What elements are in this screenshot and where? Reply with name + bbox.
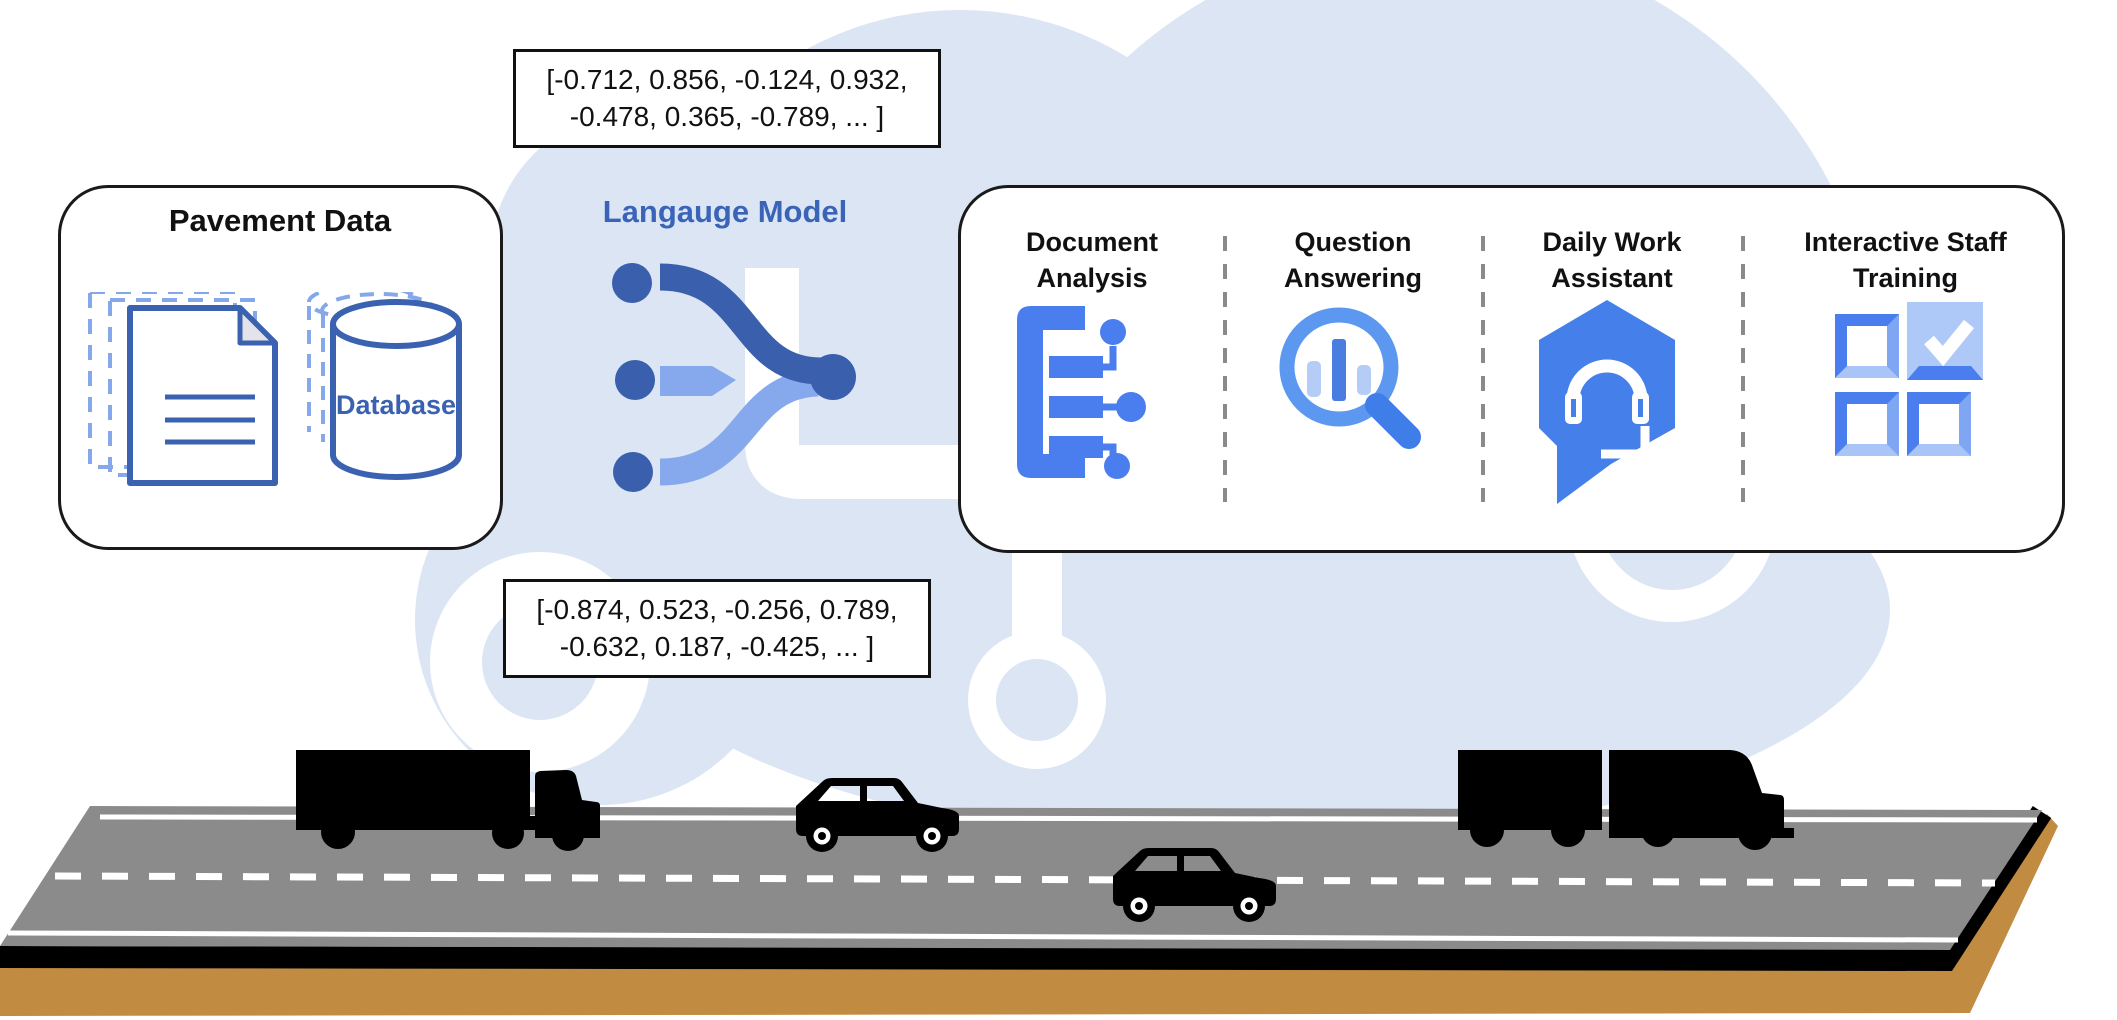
pavement-data-title: Pavement Data bbox=[168, 203, 392, 238]
column-separator bbox=[1741, 236, 1745, 502]
documents-icon bbox=[88, 292, 278, 486]
keycap-checked bbox=[1907, 302, 1983, 380]
embedding-line: -0.632, 0.187, -0.425, ... ] bbox=[559, 631, 875, 662]
app-column-daily-work-assistant: Daily Work Assistant bbox=[1483, 224, 1741, 296]
semi-truck-icon bbox=[1458, 750, 1794, 850]
app-title-line: Assistant bbox=[1551, 263, 1673, 293]
embedding-line: -0.478, 0.365, -0.789, ... ] bbox=[569, 101, 885, 132]
keycap bbox=[1835, 314, 1899, 378]
question-answering-icon bbox=[1279, 307, 1421, 449]
pavement-data-panel: Database bbox=[58, 185, 503, 550]
language-model-label: Langauge Model bbox=[602, 194, 848, 229]
app-title-line: Daily Work bbox=[1542, 227, 1682, 257]
neural-network-icon bbox=[612, 263, 856, 492]
box-truck-icon bbox=[296, 750, 600, 851]
column-separator bbox=[1481, 236, 1485, 502]
embedding-vector-box-bottom: [-0.874, 0.523, -0.256, 0.789, -0.632, 0… bbox=[503, 579, 931, 678]
column-separator bbox=[1223, 236, 1227, 502]
embedding-line: [-0.874, 0.523, -0.256, 0.789, bbox=[536, 594, 898, 625]
car-icon bbox=[796, 778, 959, 852]
applications-panel: Document Analysis Question Answering Dai… bbox=[958, 185, 2065, 553]
center-dashed-line bbox=[54, 872, 1996, 887]
keycap bbox=[1907, 392, 1971, 456]
app-title-line: Training bbox=[1852, 263, 1958, 293]
daily-work-assistant-icon bbox=[1539, 300, 1675, 504]
car-icon bbox=[1113, 848, 1276, 922]
edge-line-bottom bbox=[7, 930, 1959, 943]
pavement-data-icons: Database bbox=[88, 292, 462, 486]
app-title-line: Answering bbox=[1283, 263, 1423, 293]
app-title-line: Analysis bbox=[1036, 263, 1148, 293]
circuit-trace-elbow bbox=[745, 268, 985, 499]
document-analysis-icon bbox=[1017, 306, 1146, 479]
embedding-vector-box-top: [-0.712, 0.856, -0.124, 0.932, -0.478, 0… bbox=[513, 49, 941, 148]
app-title-line: Document bbox=[1025, 227, 1158, 257]
interactive-staff-training-icon bbox=[1835, 302, 1983, 456]
app-title-line: Question bbox=[1294, 227, 1412, 257]
app-title-line: Interactive Staff bbox=[1804, 227, 2007, 257]
app-column-document-analysis: Document Analysis bbox=[961, 224, 1223, 296]
database-label: Database bbox=[336, 390, 456, 420]
database-icon: Database bbox=[307, 292, 462, 480]
keycap bbox=[1835, 392, 1899, 456]
asphalt-base-layer bbox=[0, 806, 2052, 972]
circuit-node-ring bbox=[968, 631, 1106, 769]
app-column-interactive-staff-training: Interactive Staff Training bbox=[1743, 224, 2068, 296]
app-column-question-answering: Question Answering bbox=[1225, 224, 1481, 296]
embedding-line: [-0.712, 0.856, -0.124, 0.932, bbox=[546, 64, 908, 95]
